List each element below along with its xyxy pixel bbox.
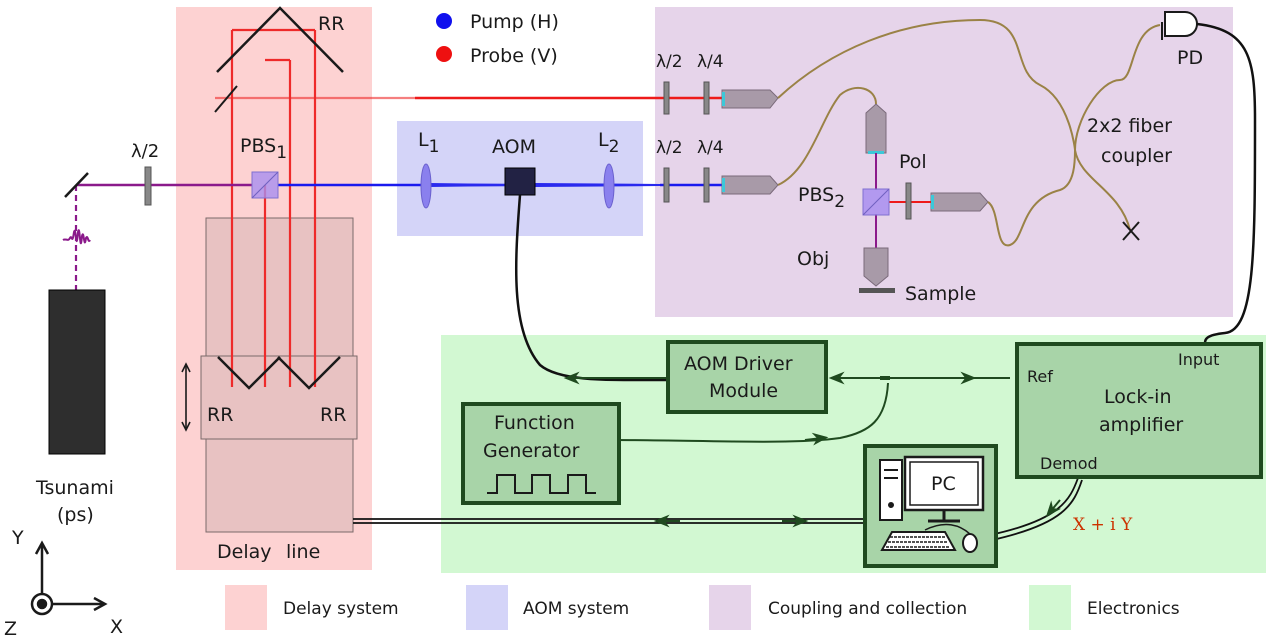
obj-label: Obj: [797, 248, 829, 270]
xiy-label: X + i Y: [1073, 515, 1133, 535]
legend-electronics-label: Electronics: [1087, 599, 1180, 619]
half-wave-plate-probe: [663, 81, 670, 115]
quarter-wave-plate-pump: [703, 167, 710, 203]
sample-slide: [859, 288, 895, 293]
axes-icon: [30, 540, 108, 616]
pol-label: Pol: [899, 151, 927, 173]
retroreflector-top: [216, 6, 344, 73]
func-gen-label-1: Function: [494, 412, 575, 434]
rr-right-label: RR: [320, 404, 346, 426]
objective: [863, 247, 889, 287]
quarter-wave-plate-probe: [703, 81, 710, 115]
wires: [514, 22, 1257, 382]
collimator-pbs2-top: [865, 103, 887, 154]
retroreflector-bottom-left: [217, 356, 281, 390]
function-generator[interactable]: [461, 402, 621, 505]
aom-crystal[interactable]: [504, 167, 536, 196]
half-wave-plate-main: [144, 166, 152, 206]
delay-line-label-1: Delay: [217, 541, 272, 563]
delay-line-label-2: line: [286, 541, 320, 563]
pd-label: PD: [1177, 47, 1203, 69]
aom-driver-module[interactable]: [666, 340, 828, 414]
legend-delay-label: Delay system: [283, 599, 399, 619]
mirror-delay: [214, 85, 238, 113]
pc-label: PC: [931, 473, 956, 495]
probe-legend-label: Probe (V): [470, 45, 558, 67]
legend-electronics-swatch: [1029, 585, 1071, 630]
beam-pump-converge: [430, 183, 505, 187]
pump-legend-marker: [436, 13, 452, 29]
quarter-wave-pump-label: λ/4: [697, 138, 724, 158]
axis-y-label: Y: [11, 527, 24, 549]
coupling-region: [655, 7, 1233, 317]
aom-driver-label-2: Module: [709, 380, 778, 402]
lockin-label-1: Lock-in: [1104, 386, 1172, 408]
l2-label: L2: [598, 129, 619, 157]
legend-coupling-swatch: [709, 585, 751, 630]
lockin-label-2: amplifier: [1099, 414, 1183, 436]
half-wave-main-label: λ/2: [131, 141, 159, 162]
signal-lines: [563, 371, 1010, 446]
half-wave-plate-pump: [663, 167, 670, 203]
square-wave-icon: [487, 474, 596, 494]
delay-stage-carriage[interactable]: [200, 355, 358, 440]
lens-l2: [603, 163, 615, 209]
mirror-input: [64, 172, 89, 198]
arrow-demod-pc: [1045, 499, 1062, 517]
legend-aom-label: AOM system: [523, 599, 629, 619]
collimator-pump: [721, 175, 779, 195]
photodiode: [1164, 11, 1198, 37]
collimator-probe: [721, 89, 779, 109]
coupler-label-1: 2x2 fiber: [1087, 115, 1172, 137]
l1-label: L1: [418, 129, 439, 157]
polarizer: [905, 182, 912, 220]
quarter-wave-probe-label: λ/4: [697, 52, 724, 72]
beam-pump-focus: [535, 183, 660, 187]
stage-motion-arrow: [181, 362, 191, 432]
legend-aom-swatch: [466, 585, 508, 630]
axis-x-label: X: [110, 616, 123, 638]
lockin-amplifier[interactable]: [1015, 342, 1263, 479]
fiber-paths: [777, 18, 1161, 247]
aom-label: AOM: [492, 136, 536, 158]
pbs2-label: PBS2: [798, 184, 845, 212]
legend-delay-swatch: [225, 585, 267, 630]
laser-pulse-icon: [62, 229, 91, 245]
rr-left-label: RR: [207, 404, 233, 426]
tsunami-laser: [48, 289, 106, 455]
aom-driver-label-1: AOM Driver: [684, 353, 793, 375]
collimator-pol: [930, 192, 989, 212]
lockin-ref-label: Ref: [1027, 367, 1053, 386]
legend-coupling-label: Coupling and collection: [768, 599, 967, 619]
retroreflector-bottom-right: [277, 356, 341, 390]
rr-top-label: RR: [318, 13, 344, 35]
sample-label: Sample: [905, 283, 976, 305]
pump-legend-label: Pump (H): [470, 11, 559, 33]
lockin-input-label: Input: [1178, 350, 1219, 369]
computer-icon: [879, 455, 985, 553]
half-wave-pump-label: λ/2: [656, 138, 683, 158]
probe-legend-marker: [436, 46, 452, 62]
axis-z-label: Z: [4, 618, 17, 640]
tsunami-label-2: (ps): [57, 504, 94, 526]
coupler-label-2: coupler: [1101, 145, 1172, 167]
fiber-end-x-icon: [1122, 221, 1140, 241]
lockin-demod-label: Demod: [1040, 454, 1098, 473]
func-gen-label-2: Generator: [483, 440, 580, 462]
half-wave-probe-label: λ/2: [656, 52, 683, 72]
tsunami-label-1: Tsunami: [35, 477, 114, 499]
lens-l1: [420, 163, 432, 209]
pbs1-label: PBS1: [240, 135, 287, 163]
